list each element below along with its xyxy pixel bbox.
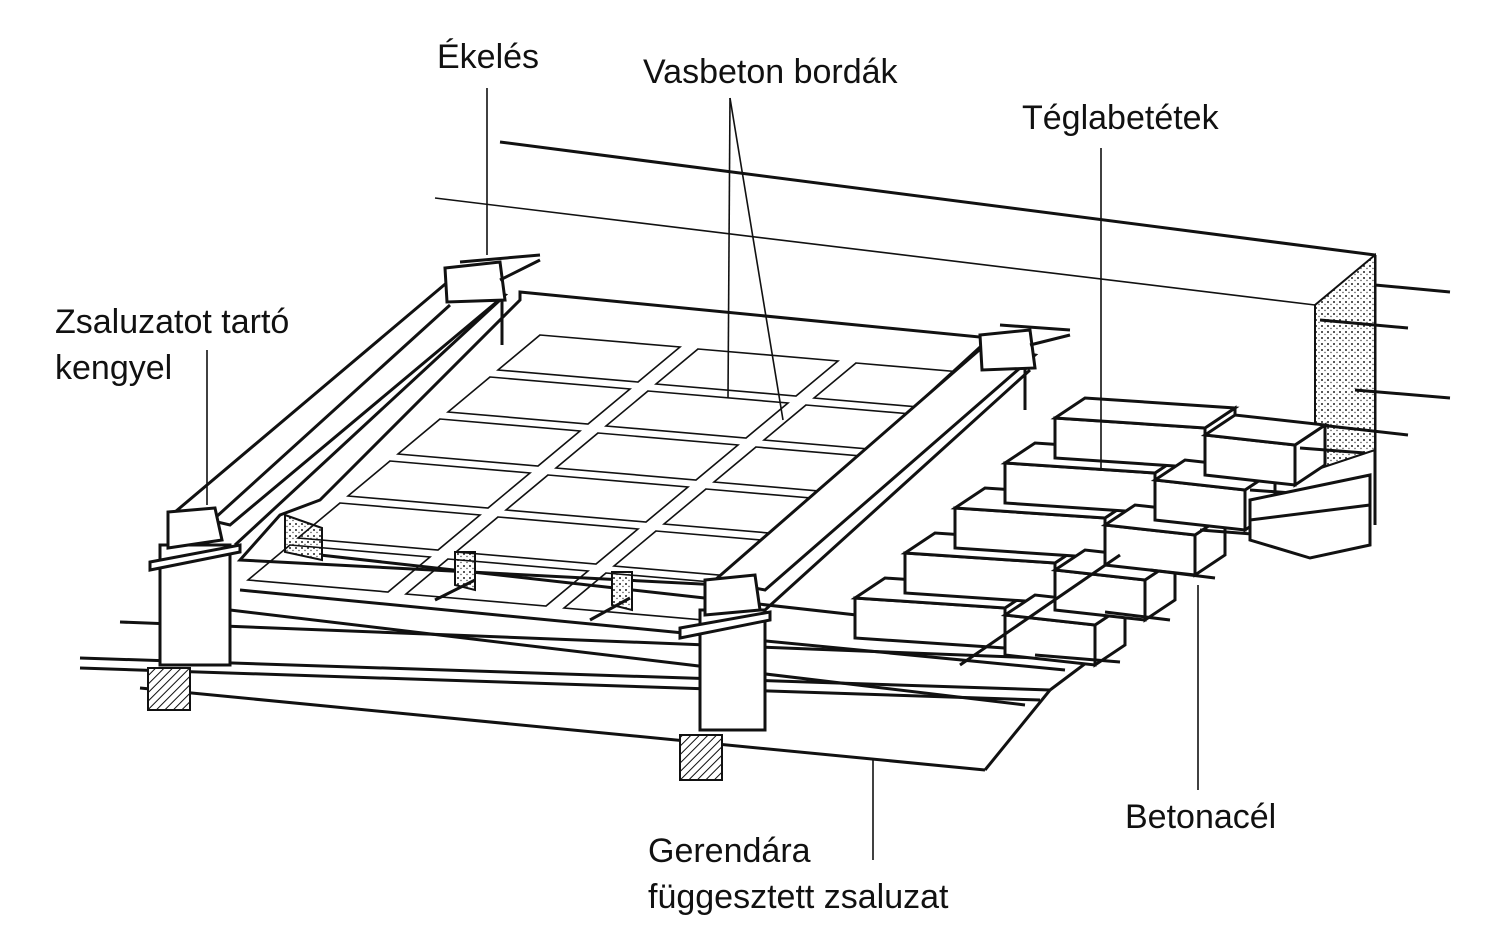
slab-brick — [653, 348, 841, 397]
label-formwork-line2: függesztett zsaluzat — [648, 878, 949, 916]
slab-brick — [503, 474, 691, 523]
label-ribs: Vasbeton bordák — [643, 53, 898, 91]
slab-brick — [395, 418, 583, 467]
label-brick-inserts: Téglabetétek — [1022, 99, 1219, 137]
left-beam — [148, 253, 541, 667]
slab-brick — [403, 558, 591, 607]
right-beam — [678, 323, 1071, 732]
brick-insert — [1050, 396, 1240, 430]
label-wedging: Ékelés — [437, 38, 540, 76]
label-stirrup-line1: Zsaluzatot tartó — [55, 303, 290, 341]
slab-brick — [445, 376, 633, 425]
slab-brick — [245, 544, 433, 593]
brick-insert — [1200, 413, 1330, 447]
slab-brick — [553, 432, 741, 481]
label-stirrup-line2: kengyel — [55, 349, 173, 387]
slab-brick — [603, 390, 791, 439]
leader-lines — [206, 88, 1199, 860]
label-formwork-line1: Gerendára — [648, 832, 811, 870]
rebars — [434, 446, 1372, 667]
slab-brick — [295, 502, 483, 551]
slab-brick — [453, 516, 641, 565]
label-rebar: Betonacél — [1125, 798, 1277, 836]
slab-brick — [495, 334, 683, 383]
slab-brick — [345, 460, 533, 509]
back-wall — [434, 140, 1451, 525]
